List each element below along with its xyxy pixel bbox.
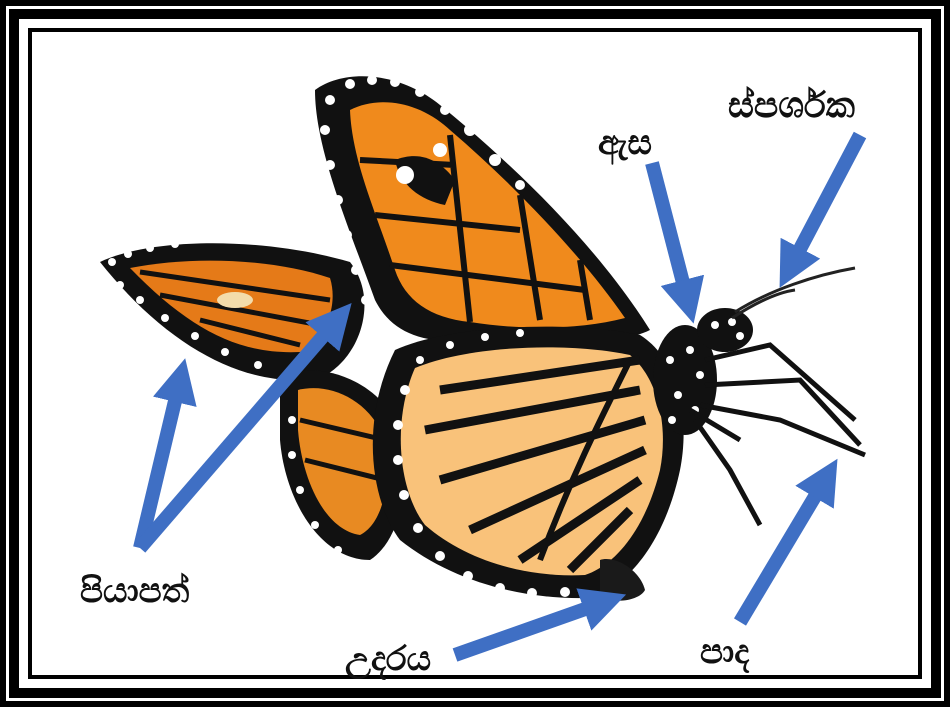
- arrow-eye: [652, 163, 688, 302]
- abdomen-shape: [600, 559, 645, 601]
- front-hindwing: [373, 327, 684, 599]
- label-wings: පියාපත්: [80, 574, 189, 608]
- label-abdomen: උදරය: [345, 642, 431, 676]
- label-eye: ඇස: [598, 126, 652, 160]
- back-wing: [100, 240, 364, 380]
- antenna-2: [732, 290, 795, 318]
- arrow-abdomen: [455, 602, 605, 655]
- front-forewing: [315, 75, 650, 343]
- arrow-antenna: [790, 135, 860, 268]
- arrow-legs: [740, 478, 826, 622]
- label-antenna: ස්පර්ශක: [728, 88, 855, 124]
- label-legs: පාද: [700, 635, 749, 669]
